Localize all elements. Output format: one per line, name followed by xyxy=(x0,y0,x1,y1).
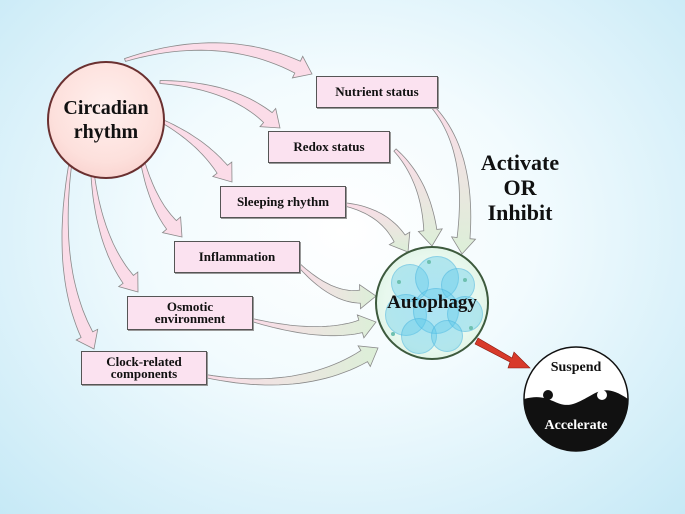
inhibit-text: Inhibit xyxy=(487,200,553,225)
arrow-to-osmotic-environment xyxy=(90,167,139,293)
inflammation-box: Inflammation xyxy=(174,241,300,273)
circadian-rhythm-node: Circadian rhythm xyxy=(47,61,165,179)
arrow-to-inflammation xyxy=(138,149,183,238)
arrow-inflammation-to-autophagy xyxy=(294,260,377,310)
nutrient-status-box: Nutrient status xyxy=(316,76,438,108)
clock-related-components-label: Clock-related components xyxy=(106,354,182,381)
arrow-to-redox-status xyxy=(159,80,281,129)
osmotic-environment-box: Osmotic environment xyxy=(127,296,253,330)
arrow-clock-to-autophagy xyxy=(204,345,379,386)
particle xyxy=(427,260,431,264)
vesicle xyxy=(431,320,463,352)
suspend-label: Suspend xyxy=(551,360,602,375)
redox-status-box: Redox status xyxy=(268,131,390,163)
vesicle xyxy=(401,318,437,354)
nutrient-status-label: Nutrient status xyxy=(335,84,419,99)
arrow-osmotic-to-autophagy xyxy=(251,314,377,339)
autophagy-label: Autophagy xyxy=(387,292,477,313)
autophagy-node: Autophagy xyxy=(375,246,489,360)
arrow-to-sleeping-rhythm xyxy=(158,118,233,183)
arrow-redox-to-autophagy xyxy=(393,148,443,247)
particle xyxy=(397,280,401,284)
osmotic-environment-label: Osmotic environment xyxy=(154,299,226,326)
redox-status-label: Redox status xyxy=(293,139,365,154)
particle xyxy=(391,332,395,336)
particle xyxy=(463,278,467,282)
sleeping-rhythm-box: Sleeping rhythm xyxy=(220,186,346,218)
arrow-autophagy-to-outcome xyxy=(474,337,531,369)
or-text: OR xyxy=(503,175,537,200)
inflammation-label: Inflammation xyxy=(198,249,276,264)
clock-related-components-box: Clock-related components xyxy=(81,351,207,385)
sleeping-rhythm-label: Sleeping rhythm xyxy=(236,194,330,209)
accelerate-label: Accelerate xyxy=(545,418,608,433)
yin-yang-symbol: Suspend Accelerate xyxy=(523,346,629,452)
arrow-nutrient-to-autophagy xyxy=(430,104,477,255)
arrow-to-nutrient-status xyxy=(123,42,313,79)
arrow-sleeping-to-autophagy xyxy=(341,202,411,253)
regulation-label: Activate OR Inhibit xyxy=(465,150,575,225)
circadian-rhythm-label: Circadian rhythm xyxy=(63,97,149,143)
activate-text: Activate xyxy=(480,150,560,175)
particle xyxy=(469,326,473,330)
arrow-to-clock-related-components xyxy=(61,165,99,350)
